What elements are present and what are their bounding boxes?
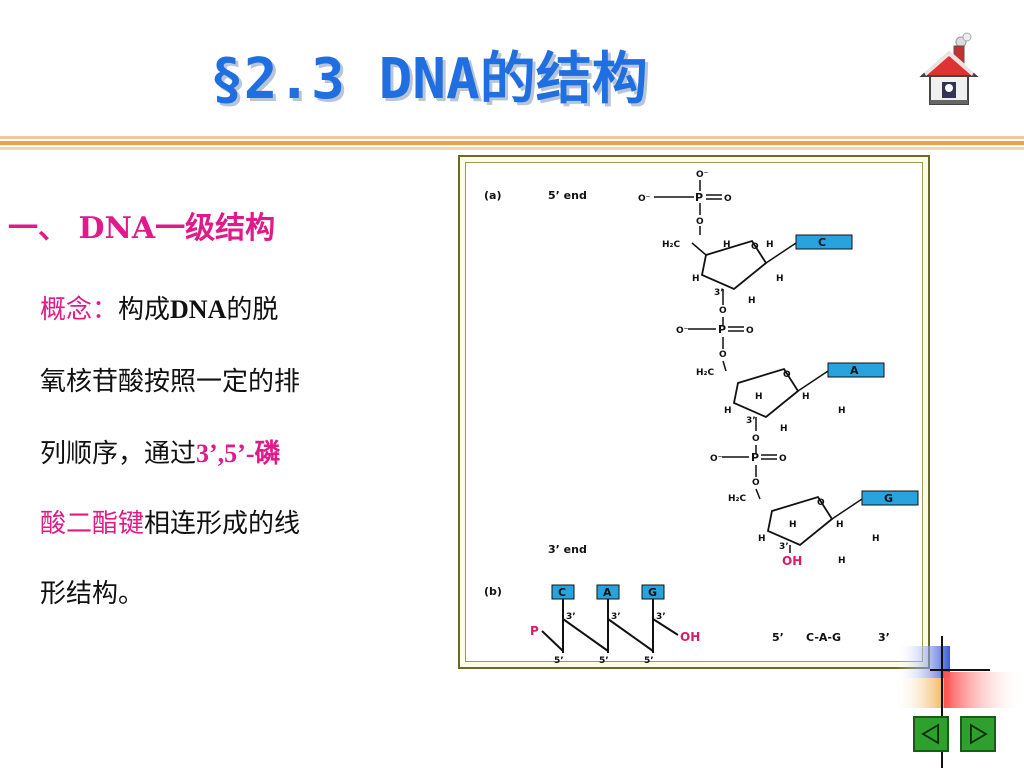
three-prime-label: 3’ bbox=[566, 612, 576, 622]
h-label: H bbox=[789, 520, 797, 530]
three-prime-label: 3’ bbox=[779, 542, 789, 552]
h-label: H bbox=[692, 274, 700, 284]
oxygen-label: O bbox=[696, 217, 704, 227]
section-heading: 一、 DNA一级结构 bbox=[8, 211, 276, 246]
oxygen-label: O bbox=[719, 306, 727, 316]
home-house-icon[interactable] bbox=[914, 30, 984, 110]
phosphorus-label: P bbox=[718, 323, 726, 336]
concept-line-5: 形结构。 bbox=[40, 579, 145, 609]
base-g-label: G bbox=[648, 586, 657, 599]
ring-oxygen-label: O bbox=[783, 370, 791, 380]
o-minus-label: O⁻ bbox=[696, 170, 709, 180]
h2c-label: H₂C bbox=[662, 240, 680, 250]
concept-line-2: 氧核苷酸按照一定的排 bbox=[40, 367, 301, 397]
slide-title: §2.3 DNA的结构 bbox=[210, 47, 648, 112]
base-g-label: G bbox=[884, 492, 893, 505]
h-label: H bbox=[776, 274, 784, 284]
panel-a-label: (a) bbox=[484, 189, 501, 202]
header-rule-thick bbox=[0, 141, 1024, 145]
phosphate-group-1: O⁻ O⁻ P O O bbox=[638, 170, 732, 235]
base-a-label: A bbox=[603, 586, 612, 599]
panel-b-label: (b) bbox=[484, 585, 502, 598]
nucleotide-c: H₂C O C H H H H 3’ H O bbox=[662, 234, 853, 316]
base-c-label: C bbox=[818, 236, 826, 249]
h-label: H bbox=[780, 424, 788, 434]
oxygen-label: O bbox=[752, 434, 760, 444]
phosphate-group-3: O⁻ P O O bbox=[710, 445, 787, 488]
phosphorus-label: P bbox=[695, 191, 703, 204]
base-a-label: A bbox=[850, 364, 859, 377]
sequence-text: C-A-G bbox=[806, 631, 841, 644]
sequence-5prime: 5’ bbox=[772, 631, 784, 644]
next-slide-button[interactable] bbox=[960, 716, 996, 752]
h2c-label: H₂C bbox=[696, 368, 714, 378]
h-label: H bbox=[755, 392, 763, 402]
concept-text: DNA bbox=[170, 295, 227, 324]
sequence-schematic: C A G P OH 3’ 3’ 3’ 5’ 5’ 5’ bbox=[530, 584, 890, 663]
o-minus-label: O⁻ bbox=[676, 326, 689, 336]
previous-slide-button[interactable] bbox=[913, 716, 949, 752]
concept-text: 列顺序，通过 bbox=[40, 439, 197, 469]
ring-oxygen-label: O bbox=[817, 498, 825, 508]
three-prime-label: 3’ bbox=[611, 612, 621, 622]
phosphate-group-2: O⁻ P O O bbox=[676, 317, 754, 360]
three-prime-label: 3’ bbox=[714, 288, 724, 298]
concept-text: 的脱 bbox=[226, 295, 279, 325]
nucleotide-a: H₂C O A H H H H 3’ H O bbox=[696, 360, 885, 444]
concept-text: 构成 bbox=[118, 295, 171, 325]
nucleotide-g: H₂C O G H H H H 3’ OH H bbox=[728, 488, 919, 568]
triangle-left-icon bbox=[921, 723, 939, 745]
five-end-label: 5’ end bbox=[548, 189, 587, 202]
oxygen-label: O bbox=[746, 326, 754, 336]
o-minus-label: O⁻ bbox=[638, 194, 651, 204]
dna-figure-frame: (a) 5’ end 3’ end O⁻ O⁻ P O O H₂C bbox=[458, 155, 930, 669]
concept-label: 概念： bbox=[40, 295, 119, 325]
concept-highlight: 3’,5’-磷 bbox=[196, 439, 281, 468]
oxygen-label: O bbox=[719, 350, 727, 360]
h2c-label: H₂C bbox=[728, 494, 746, 504]
concept-text: 相连形成的线 bbox=[144, 509, 301, 539]
h-label: H bbox=[766, 240, 774, 250]
hydroxyl-label: OH bbox=[782, 554, 802, 568]
oxygen-label: O bbox=[752, 478, 760, 488]
oxygen-label: O bbox=[724, 194, 732, 204]
h-label: H bbox=[836, 520, 844, 530]
h-label: H bbox=[748, 296, 756, 306]
phosphate-end-label: P bbox=[530, 624, 539, 638]
corner-decoration bbox=[890, 632, 1024, 768]
dna-structure-diagram: (a) 5’ end 3’ end O⁻ O⁻ P O O H₂C bbox=[484, 170, 919, 663]
sequence-3prime: 3’ bbox=[878, 631, 890, 644]
dna-figure: (a) 5’ end 3’ end O⁻ O⁻ P O O H₂C bbox=[465, 162, 923, 663]
h-label: H bbox=[758, 534, 766, 544]
h-label: H bbox=[802, 392, 810, 402]
concept-highlight: 酸二酯键 bbox=[40, 509, 145, 539]
base-c-label: C bbox=[558, 586, 566, 599]
concept-line-4: 酸二酯键相连形成的线 bbox=[40, 502, 420, 546]
three-prime-label: 3’ bbox=[656, 612, 666, 622]
phosphorus-label: P bbox=[751, 451, 759, 464]
hydroxyl-end-label: OH bbox=[680, 630, 700, 644]
o-minus-label: O⁻ bbox=[710, 454, 723, 464]
five-prime-label: 5’ bbox=[599, 656, 609, 663]
concept-line-1: 概念：构成DNA的脱 bbox=[40, 288, 420, 332]
ring-oxygen-label: O bbox=[751, 242, 759, 252]
three-prime-label: 3’ bbox=[746, 416, 756, 426]
five-prime-label: 5’ bbox=[644, 656, 654, 663]
h-label: H bbox=[872, 534, 880, 544]
h-label: H bbox=[838, 406, 846, 416]
h-label: H bbox=[723, 240, 731, 250]
header-rule-thin-top bbox=[0, 136, 1024, 139]
concept-line-3: 列顺序，通过3’,5’-磷 bbox=[40, 432, 420, 476]
h-label: H bbox=[724, 406, 732, 416]
oxygen-label: O bbox=[779, 454, 787, 464]
five-prime-label: 5’ bbox=[554, 656, 564, 663]
h-label: H bbox=[838, 556, 846, 566]
triangle-right-icon bbox=[970, 723, 988, 745]
header-rule-thin-bottom bbox=[0, 147, 1024, 150]
three-end-label: 3’ end bbox=[548, 543, 587, 556]
